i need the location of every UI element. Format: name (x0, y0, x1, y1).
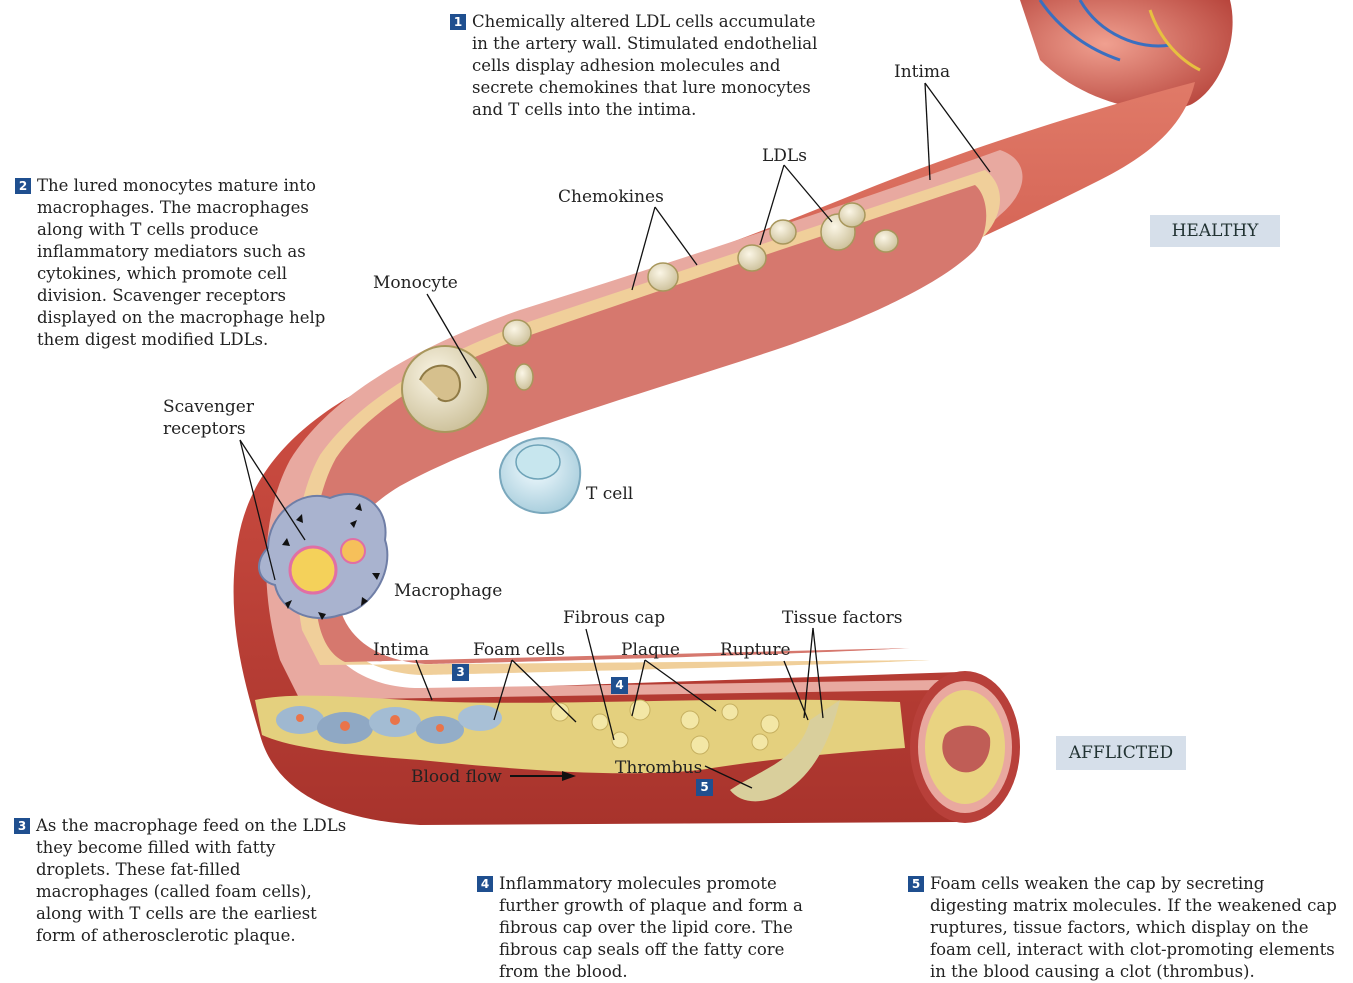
marker-3: 3 (452, 664, 469, 681)
heart-illustration (1020, 0, 1233, 110)
label-thrombus: Thrombus (615, 757, 702, 779)
step-5-badge: 5 (908, 876, 924, 892)
afflicted-badge: AFFLICTED (1056, 736, 1186, 770)
label-t-cell: T cell (586, 483, 633, 505)
step-2-badge: 2 (15, 178, 31, 194)
label-scavenger-receptors: Scavenger receptors (163, 396, 263, 440)
artery-cross-section (910, 671, 1020, 823)
step-3-badge: 3 (14, 818, 30, 834)
label-fibrous-cap: Fibrous cap (563, 607, 665, 629)
label-intima-bottom: Intima (373, 639, 429, 661)
healthy-badge: HEALTHY (1150, 215, 1280, 247)
label-blood-flow: Blood flow (411, 766, 502, 788)
label-monocyte: Monocyte (373, 272, 458, 294)
label-foam-cells: Foam cells (473, 639, 565, 661)
monocyte-cell (402, 346, 488, 432)
label-macrophage: Macrophage (394, 580, 502, 602)
label-intima-top: Intima (894, 61, 950, 83)
label-plaque: Plaque (621, 639, 680, 661)
label-rupture: Rupture (720, 639, 791, 661)
label-ldls: LDLs (762, 145, 807, 167)
step-1-badge: 1 (450, 14, 466, 30)
marker-4: 4 (611, 677, 628, 694)
label-chemokines: Chemokines (558, 186, 664, 208)
step-4-badge: 4 (477, 876, 493, 892)
marker-5: 5 (696, 779, 713, 796)
label-tissue-factors: Tissue factors (782, 607, 903, 629)
t-cell (500, 438, 580, 513)
